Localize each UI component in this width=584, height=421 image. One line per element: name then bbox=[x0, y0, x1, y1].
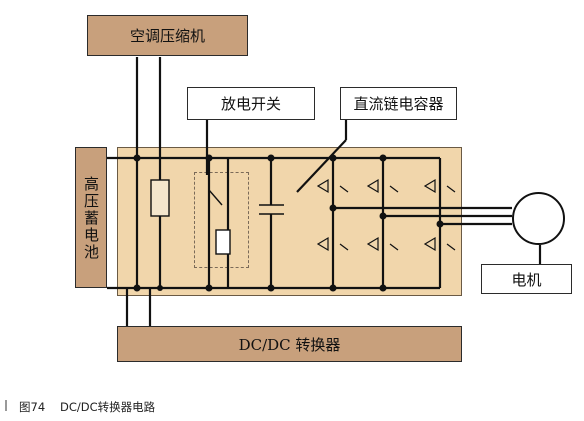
dcdc-converter-box: DC/DC 转换器 bbox=[117, 326, 462, 362]
compressor-label: 空调压缩机 bbox=[129, 27, 205, 45]
inverter-panel bbox=[117, 147, 462, 296]
motor-label: 电机 bbox=[511, 270, 542, 289]
dc-link-capacitor-label-box: 直流链电容器 bbox=[340, 87, 457, 120]
figure-number: 图74 bbox=[19, 400, 46, 414]
figure-title: DC/DC转换器电路 bbox=[60, 400, 156, 414]
dcdc-label: DC/DC 转换器 bbox=[238, 335, 341, 354]
dc-link-capacitor-label: 直流链电容器 bbox=[353, 95, 444, 113]
figure-caption: 图74 DC/DC转换器电路 bbox=[0, 399, 584, 415]
motor-label-box: 电机 bbox=[481, 264, 572, 294]
discharge-switch-label-box: 放电开关 bbox=[187, 87, 315, 120]
discharge-switch-label: 放电开关 bbox=[220, 95, 281, 113]
battery-box: 高压蓄电池 bbox=[75, 147, 107, 288]
discharge-switch-dashed-area bbox=[194, 172, 249, 268]
battery-label: 高压蓄电池 bbox=[82, 176, 100, 261]
compressor-box: 空调压缩机 bbox=[87, 15, 248, 56]
motor-symbol bbox=[512, 192, 565, 245]
